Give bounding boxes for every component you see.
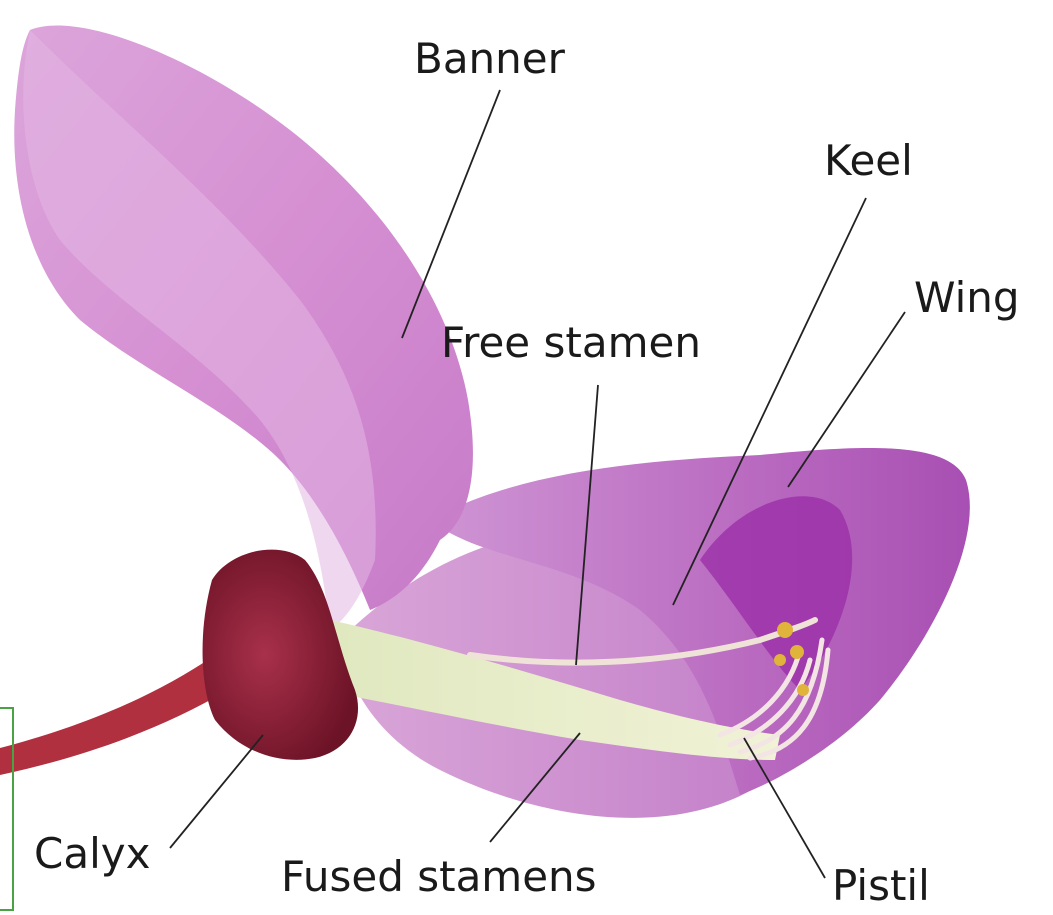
leader-calyx [170,735,263,848]
label-wing: Wing [914,277,1020,319]
label-keel: Keel [824,140,913,182]
leader-banner [402,90,500,338]
label-banner: Banner [414,38,565,80]
label-fused-stamens: Fused stamens [281,856,597,898]
label-free-stamen: Free stamen [441,322,701,364]
label-pistil: Pistil [832,865,930,907]
side-frame [0,707,14,911]
label-calyx: Calyx [34,833,150,875]
stem-shape [0,655,228,775]
